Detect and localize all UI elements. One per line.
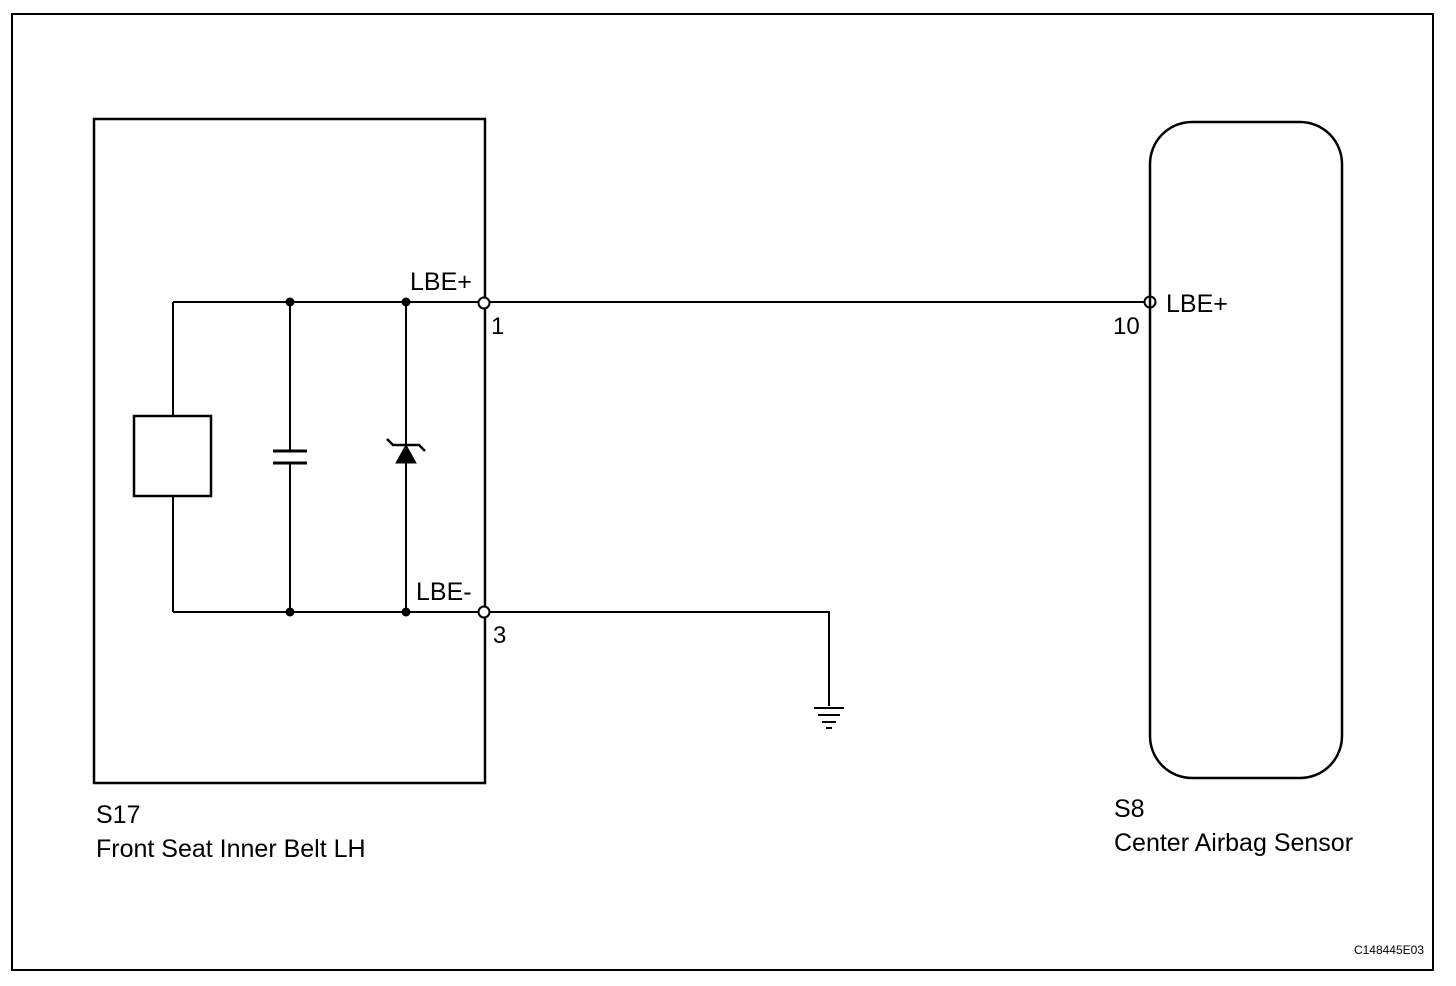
s8-terminal-10-signal-label: LBE+: [1166, 290, 1228, 318]
figure-id: C148445E03: [1354, 943, 1424, 957]
junction-dot: [285, 607, 295, 617]
wire-lbe-minus-to-ground: [490, 611, 830, 706]
junction-dot: [285, 297, 295, 307]
s17-internal-circuit: [132, 297, 478, 617]
s17-terminal-1: [477, 296, 491, 310]
junction-dot: [401, 607, 411, 617]
s17-component-name: Front Seat Inner Belt LH: [96, 835, 366, 863]
s17-terminal-3: [477, 605, 491, 619]
s8-component-box: [1148, 120, 1344, 780]
load-element: [132, 414, 213, 498]
junction-dot: [401, 297, 411, 307]
s8-component-name: Center Airbag Sensor: [1114, 829, 1353, 857]
zener-diode-icon: [395, 443, 417, 464]
s8-component-code: S8: [1114, 795, 1145, 823]
s17-terminal-3-signal-label: LBE-: [416, 578, 472, 606]
s17-component-code: S17: [96, 801, 140, 829]
s17-terminal-3-pin-number: 3: [493, 622, 506, 649]
s8-terminal-10-pin-number: 10: [1113, 313, 1140, 340]
s17-terminal-1-signal-label: LBE+: [410, 268, 472, 296]
s17-terminal-1-pin-number: 1: [491, 313, 504, 340]
ground-icon: [814, 707, 844, 729]
diagram-frame: [11, 13, 1434, 971]
s17-component-box: [92, 117, 487, 785]
